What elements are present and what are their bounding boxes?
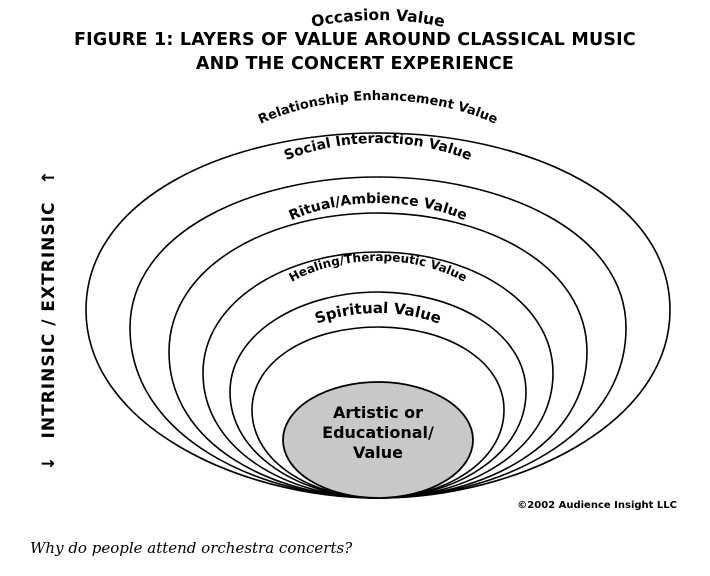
ring-healing-therapeutic-value	[229, 291, 527, 499]
core-artistic-educational-value	[282, 381, 474, 499]
arrow-down-icon: ↓	[39, 455, 59, 471]
figure-title-line-2: AND THE CONCERT EXPERIENCE	[195, 54, 515, 74]
copyright-notice: ©2002 Audience Insight LLC	[517, 500, 677, 511]
figure-title: FIGURE 1: LAYERS OF VALUE AROUND CLASSIC…	[0, 28, 710, 76]
ring-social-interaction-value	[168, 212, 588, 499]
value-rings	[85, 132, 671, 499]
ring-occasion-value	[85, 132, 671, 499]
layer-label-5: Spiritual Value	[312, 299, 443, 328]
figure-caption: Why do people attend orchestra concerts?	[30, 539, 353, 557]
figure-title-line-1: FIGURE 1: LAYERS OF VALUE AROUND CLASSIC…	[74, 30, 636, 50]
layer-label-1: Relationship Enhancement Value	[256, 89, 500, 128]
layer-label-2: Social Interaction Value	[282, 131, 474, 164]
ring-spiritual-value	[251, 326, 505, 499]
core-label-line-2: Educational/	[322, 423, 434, 442]
layer-label-4: Healing/Therapeutic Value	[287, 250, 470, 285]
core-label-line-1: Artistic or	[333, 403, 423, 422]
axis-label: INTRINSIC / EXTRINSIC	[39, 201, 59, 439]
core-label: Artistic or Educational/ Value	[322, 403, 434, 462]
core-label-line-3: Value	[353, 443, 403, 462]
ring-relationship-enhancement-value	[129, 176, 627, 499]
ring-ritual-ambience-value	[202, 251, 554, 499]
layer-label-0: Occasion Value	[310, 6, 447, 31]
arrow-up-icon: ↑	[39, 169, 59, 185]
intrinsic-extrinsic-axis: ↓ INTRINSIC / EXTRINSIC ↑	[33, 169, 65, 470]
axis-text: ↓ INTRINSIC / EXTRINSIC ↑	[39, 169, 59, 470]
